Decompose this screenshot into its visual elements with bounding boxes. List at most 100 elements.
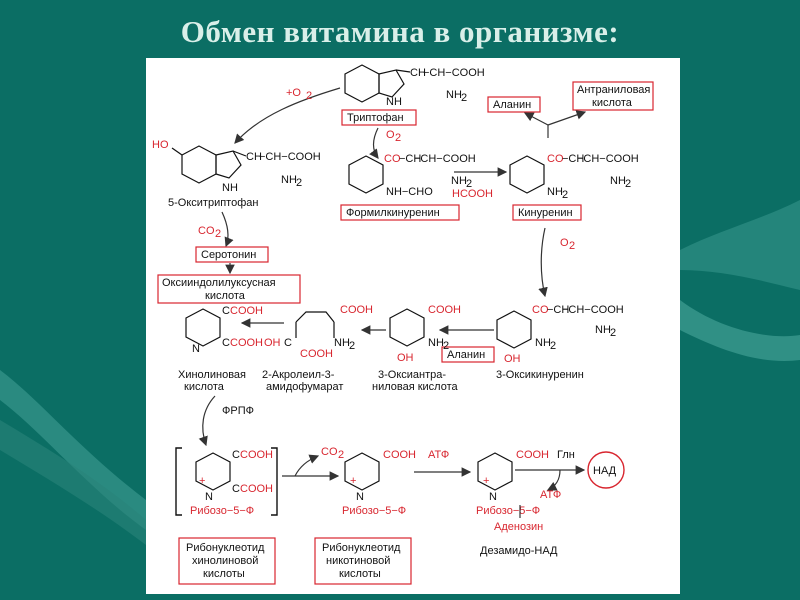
kynurenine-chain-rest: −CH−COOH bbox=[577, 153, 639, 165]
formylkynurenine-ring bbox=[348, 155, 384, 194]
oxykynurenine-label: 3-Оксикинуренин bbox=[496, 369, 584, 381]
oxytryptophan-structure bbox=[171, 145, 247, 184]
atf-label-1: АТФ bbox=[428, 449, 449, 461]
kynurenine-label: Кинуренин bbox=[518, 207, 573, 219]
page-title: Обмен витамина в организме: bbox=[180, 14, 620, 49]
oxyindole-box bbox=[157, 274, 301, 304]
acroleyl-ohc: OH bbox=[264, 337, 281, 349]
arrow-frpf bbox=[198, 395, 216, 447]
kynurenine-chain: −CH bbox=[562, 153, 584, 165]
alanine-mid-box bbox=[441, 346, 495, 363]
quinolinic-n: N bbox=[192, 343, 200, 355]
quinolinic-ring bbox=[185, 308, 221, 347]
acroleyl-label-2: амидофумарат bbox=[266, 381, 343, 393]
acroleyl-cooh: COOH bbox=[340, 304, 373, 316]
bracket-left bbox=[175, 447, 182, 516]
oxykynurenine-nh2: NH bbox=[595, 324, 611, 336]
oxykynurenine-chain-rest: −CH−COOH bbox=[562, 304, 624, 316]
nic-ribonucleotide-box bbox=[314, 537, 412, 585]
co2-label-1: CO bbox=[198, 225, 215, 237]
kynurenine-nh2-ring: NH bbox=[547, 186, 563, 198]
arrow-atf-release bbox=[546, 469, 561, 491]
oxyanthranilic-cooh: COOH bbox=[428, 304, 461, 316]
acroleyl-cooh-2: COOH bbox=[300, 348, 333, 360]
tryptophan-label: Триптофан bbox=[347, 112, 404, 124]
o2-label-1: O bbox=[386, 129, 395, 141]
frpf-label: ФРПФ bbox=[222, 405, 254, 417]
arrow-to-formylkynurenine bbox=[369, 127, 379, 159]
metabolism-diagram-panel: CH −CH−COOH NH NH 2 Триптофан Аланин Ант… bbox=[146, 58, 680, 594]
co2-label-2: CO bbox=[321, 446, 338, 458]
quinolinic-c2: C bbox=[222, 337, 230, 349]
plus-o2-label: +O bbox=[286, 87, 301, 99]
acroleyl-nh2: NH bbox=[334, 337, 350, 349]
nic-ribonucleotide-label-3: кислоты bbox=[339, 568, 381, 580]
adenosine-label: Аденозин bbox=[494, 521, 543, 533]
arrow-to-alanine bbox=[523, 112, 549, 126]
tryptophan-nh2-sub: 2 bbox=[461, 92, 467, 104]
kynurenine-box bbox=[512, 204, 582, 221]
serotonin-label: Серотонин bbox=[201, 249, 256, 261]
oxykynurenine-oh: OH bbox=[504, 353, 521, 365]
nic-ribonucleotide-label-2: никотиновой bbox=[326, 555, 390, 567]
oxyindole-label-1: Оксииндолилуксусная bbox=[162, 277, 276, 289]
nic-ribo-plus: + bbox=[350, 475, 356, 487]
quinolinic-label-1: Хинолиновая bbox=[178, 369, 246, 381]
metabolism-diagram: CH −CH−COOH NH NH 2 Триптофан Аланин Ант… bbox=[152, 64, 654, 585]
quinolinic-cooh-1: COOH bbox=[230, 305, 263, 317]
kynurenine-nh2-ring-sub: 2 bbox=[562, 189, 568, 201]
arrow-tryptophan-to-oxytryptophan bbox=[234, 87, 341, 144]
acroleyl-c: C bbox=[284, 337, 292, 349]
acroleyl-nh2-sub: 2 bbox=[349, 340, 355, 352]
quinolinic-label-2: кислота bbox=[184, 381, 225, 393]
formylkynurenine-label: Формилкинуренин bbox=[346, 207, 440, 219]
kynurenine-nh2: NH bbox=[610, 175, 626, 187]
oxytryptophan-nh2: NH bbox=[281, 174, 297, 186]
quin-ribo-ribose: Рибозо−5−Ф bbox=[190, 505, 254, 517]
deamido-cooh: COOH bbox=[516, 449, 549, 461]
deamido-nad-label: Дезамидо-НАД bbox=[480, 545, 558, 557]
oxyanthranilic-label-1: 3-Оксиантра- bbox=[378, 369, 446, 381]
quin-ribo-n: N bbox=[205, 491, 213, 503]
tryptophan-chain-ch2: CH bbox=[410, 67, 426, 79]
deamido-plus: + bbox=[483, 475, 489, 487]
o2-label-2: O bbox=[560, 237, 569, 249]
kynurenine-co: CO bbox=[547, 153, 564, 165]
anthranilic-acid-label-2: кислота bbox=[592, 97, 633, 109]
anthranilic-acid-label-1: Антраниловая bbox=[577, 84, 650, 96]
tryptophan-nh2: NH bbox=[446, 89, 462, 101]
quin-ribonucleotide-label-3: кислоты bbox=[203, 568, 245, 580]
oxykynurenine-nh2-ring: NH bbox=[535, 337, 551, 349]
oxykynurenine-nh2-sub: 2 bbox=[610, 327, 616, 339]
formylkynurenine-co: CO bbox=[384, 153, 401, 165]
oxykynurenine-co: CO bbox=[532, 304, 549, 316]
tryptophan-box bbox=[341, 109, 417, 126]
serotonin-box bbox=[195, 246, 269, 263]
nic-ribo-ribose: Рибозо−5−Ф bbox=[342, 505, 406, 517]
tryptophan-chain-rest: −CH−COOH bbox=[423, 67, 485, 79]
oxytryptophan-ho: HO bbox=[152, 139, 169, 151]
formylkynurenine-nh2-sub: 2 bbox=[466, 178, 472, 190]
oxyanthranilic-oh: OH bbox=[397, 352, 414, 364]
oxykynurenine-ring bbox=[496, 310, 532, 349]
acroleyl-chain bbox=[295, 311, 335, 323]
quin-ribo-cooh-2: COOH bbox=[240, 483, 273, 495]
quin-ribonucleotide-ring bbox=[195, 452, 231, 491]
quin-ribo-plus: + bbox=[199, 475, 205, 487]
arrow-to-serotonin bbox=[221, 211, 234, 248]
quinolinic-c1: C bbox=[222, 305, 230, 317]
oxytryptophan-chain-rest: −CH−COOH bbox=[259, 151, 321, 163]
gln-label: Глн bbox=[557, 449, 575, 461]
oxyanthranilic-nh2: NH bbox=[428, 337, 444, 349]
oxykynurenine-nh2-ring-sub: 2 bbox=[550, 340, 556, 352]
tryptophan-structure bbox=[344, 64, 411, 103]
acroleyl-label-1: 2-Акролеил-3- bbox=[262, 369, 335, 381]
oxytryptophan-chain-ch2: CH bbox=[246, 151, 262, 163]
deamido-n: N bbox=[489, 491, 497, 503]
quin-ribonucleotide-label-2: хинолиновой bbox=[192, 555, 258, 567]
co2-sub-1: 2 bbox=[215, 228, 221, 240]
hcooh-label: HCOOH bbox=[452, 188, 493, 200]
nic-ribonucleotide-label-1: Рибонуклеотид bbox=[322, 542, 401, 554]
oxytryptophan-nh: NH bbox=[222, 182, 238, 194]
oxytryptophan-label: 5-Окситриптофан bbox=[168, 197, 258, 209]
